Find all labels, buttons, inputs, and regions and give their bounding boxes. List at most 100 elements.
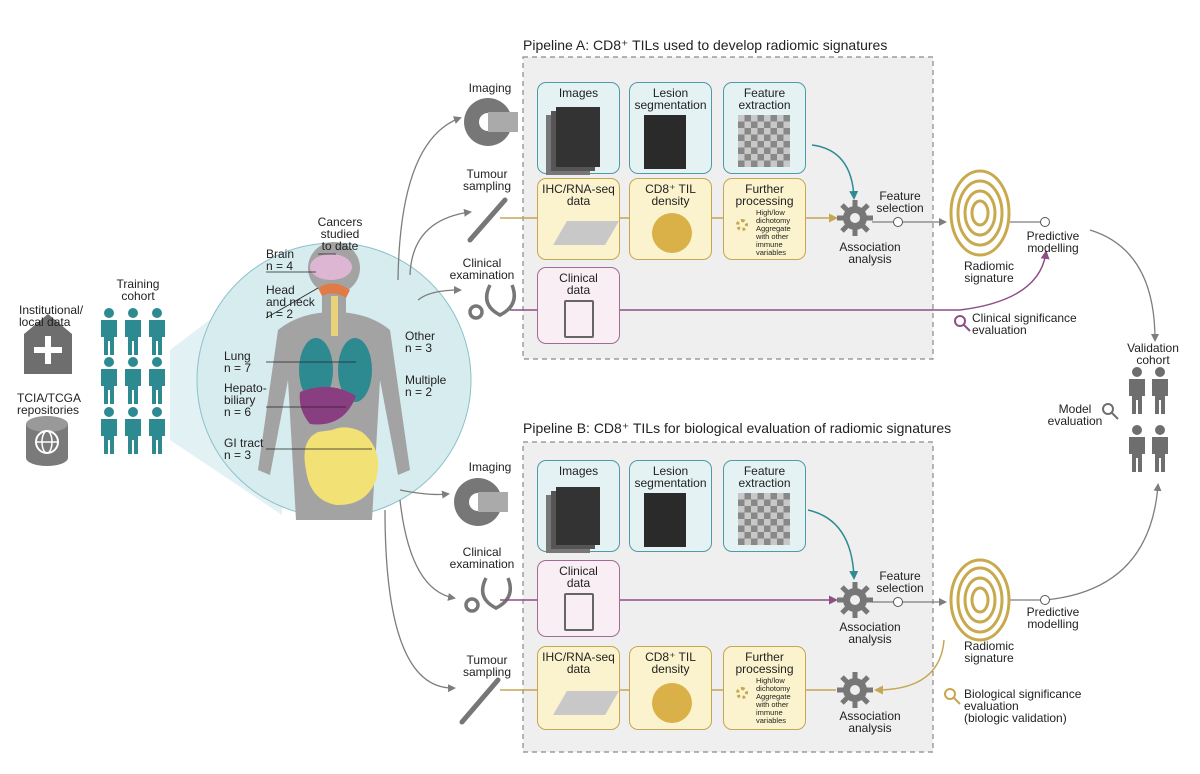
person-icon <box>149 308 165 355</box>
clinical-label-a: Clinical data <box>559 271 598 297</box>
bio-sig-label: Biological significance evaluation (biol… <box>964 687 1082 725</box>
tumour-sampling-label-b: Tumour sampling <box>462 653 512 679</box>
images-label-a: Images <box>558 86 599 100</box>
magnifier-icon-model <box>1102 403 1119 420</box>
person-icon <box>101 407 117 454</box>
gi-tract <box>304 427 379 506</box>
clinical-label-b: Clinical data <box>559 564 598 590</box>
person-icon <box>149 357 165 404</box>
radiomic-label-b: Radiomic signature <box>963 639 1014 665</box>
predictive-label-b: Predictive modelling <box>1026 605 1080 631</box>
images-box-b: Images <box>537 460 620 552</box>
association-label-a: Association analysis <box>839 240 901 266</box>
house-icon <box>24 314 72 374</box>
pipeline-b-title: Pipeline B: CD8⁺ TILs for biological eva… <box>523 420 952 436</box>
lesion-box-b: Lesion segmentation <box>629 460 712 552</box>
pipeline-a-title: Pipeline A: CD8⁺ TILs used to develop ra… <box>523 37 888 53</box>
gear-icon-a <box>837 200 873 236</box>
person-icon <box>1152 367 1168 414</box>
person-icon <box>125 308 141 355</box>
head-neck-label: Head and neck n = 2 <box>266 283 315 321</box>
hepato-label: Hepato- biliary n = 6 <box>224 381 267 419</box>
training-cohort-people <box>101 308 165 454</box>
imaging-label-b: Imaging <box>468 460 512 474</box>
person-icon <box>125 357 141 404</box>
clinical-box-b: Clinical data <box>537 560 620 637</box>
clinical-box-a: Clinical data <box>537 267 620 344</box>
further-label-a: Further processing <box>735 182 794 208</box>
cancers-title: Cancers studied to date <box>317 215 363 253</box>
further-box-b: Further processing High/low dichotomy Ag… <box>723 646 806 730</box>
cd8-label-a: CD8⁺ TIL density <box>645 182 696 208</box>
scan-image-a <box>556 107 600 167</box>
stethoscope-icon-a <box>468 284 516 320</box>
tcia-label: TCIA/TCGA repositories <box>17 391 82 417</box>
syringe-icon-b <box>459 677 501 725</box>
tissue-slide-b <box>553 691 619 715</box>
feature-grid-a <box>738 115 790 167</box>
scan-image-b <box>556 487 600 545</box>
validation-cohort-label: Validation cohort <box>1127 341 1179 367</box>
cd8-label-b: CD8⁺ TIL density <box>645 650 696 676</box>
feature-label-b: Feature extraction <box>738 464 791 490</box>
feature-box-a: Feature extraction <box>723 82 806 174</box>
trachea <box>331 296 338 336</box>
multiple-label: Multiple n = 2 <box>405 373 447 399</box>
clinical-exam-label-b: Clinical examination <box>449 545 515 571</box>
person-icon <box>1129 425 1145 472</box>
document-icon-b <box>564 593 594 631</box>
images-box-a: Images <box>537 82 620 174</box>
lesion-label-b: Lesion segmentation <box>634 464 707 490</box>
imaging-label-a: Imaging <box>468 81 512 95</box>
magnifier-icon-bio <box>944 688 961 705</box>
imaging-icon-a <box>464 98 518 146</box>
high-low-b: High/low dichotomy <box>756 676 791 693</box>
lesion-label-a: Lesion segmentation <box>634 86 707 112</box>
feature-box-b: Feature extraction <box>723 460 806 552</box>
further-box-a: Further processing High/low dichotomy Ag… <box>723 178 806 260</box>
brain <box>310 254 352 280</box>
high-low-a: High/low dichotomy <box>756 208 791 225</box>
syringe-icon-a <box>467 197 508 243</box>
predictive-label-a: Predictive modelling <box>1026 229 1080 255</box>
document-icon-a <box>564 300 594 338</box>
fingerprint-icon-a <box>949 169 1011 257</box>
gi-label: GI tract n = 3 <box>224 436 264 462</box>
aggregate-b: Aggregate with other immune variables <box>756 692 791 725</box>
feature-selection-label-b: Feature selection <box>876 569 924 595</box>
person-icon <box>101 357 117 404</box>
other-label: Other n = 3 <box>405 329 436 355</box>
clinical-sig-label: Clinical significance evaluation <box>972 311 1077 337</box>
stethoscope-icon-b <box>464 577 512 613</box>
database-icon <box>26 416 68 466</box>
ihc-label-b: IHC/RNA-seq data <box>542 650 615 676</box>
cd8-box-a: CD8⁺ TIL density <box>629 178 712 260</box>
head-neck <box>318 283 350 298</box>
images-label-b: Images <box>558 464 599 478</box>
person-icon <box>1152 425 1168 472</box>
ihc-box-b: IHC/RNA-seq data <box>537 646 620 730</box>
lesion-box-a: Lesion segmentation <box>629 82 712 174</box>
feature-label-a: Feature extraction <box>738 86 791 112</box>
small-gear-icon-a <box>736 219 748 231</box>
small-gear-icon-b <box>736 687 748 699</box>
association-label-b1: Association analysis <box>839 620 901 646</box>
gear-icon-b2 <box>837 672 873 708</box>
person-icon <box>125 407 141 454</box>
cd8-box-b: CD8⁺ TIL density <box>629 646 712 730</box>
gear-icon-b1 <box>837 582 873 618</box>
imaging-icon-b <box>454 478 508 526</box>
lung-left <box>299 338 333 402</box>
magnifier-icon-clinical <box>954 315 971 332</box>
person-icon <box>101 308 117 355</box>
lung-right <box>338 338 372 402</box>
person-icon <box>149 407 165 454</box>
brain-label: Brain n = 4 <box>266 247 295 273</box>
radiomic-label-a: Radiomic signature <box>963 259 1014 285</box>
validation-cohort-people <box>1129 367 1168 472</box>
association-label-b2: Association analysis <box>839 709 901 735</box>
institutional-label: Institutional/ local data <box>19 303 84 329</box>
ihc-box-a: IHC/RNA-seq data <box>537 178 620 260</box>
feature-grid-b <box>738 493 790 545</box>
clinical-exam-label-a: Clinical examination <box>449 256 515 282</box>
